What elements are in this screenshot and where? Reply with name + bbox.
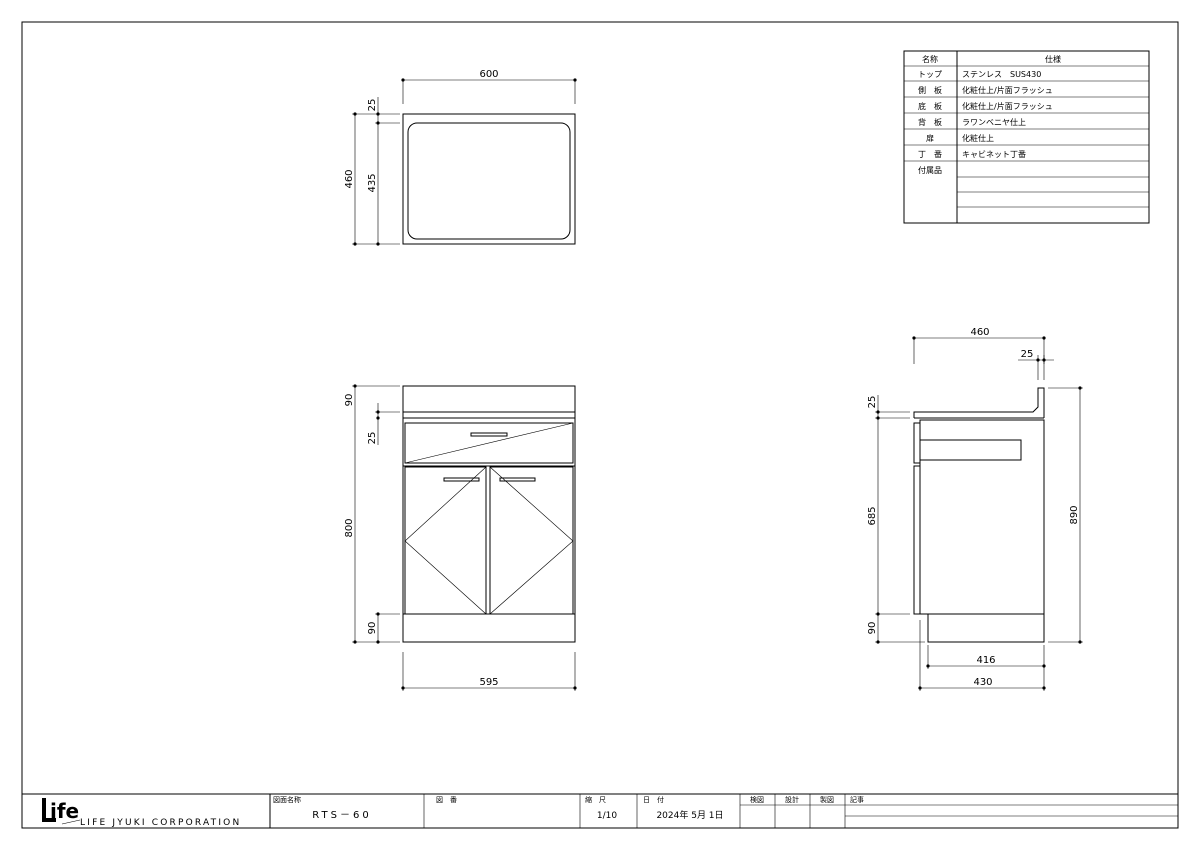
label-check: 検図 xyxy=(750,795,764,804)
dim-side-depth: 460 xyxy=(970,327,989,338)
side-body xyxy=(919,419,1045,615)
logo-l-mark xyxy=(42,798,56,822)
side-top xyxy=(913,387,1045,418)
dim-front-body: 800 xyxy=(344,518,355,537)
title-block: ife LIFE JYUKI CORPORATION 図面名称 RTS－60 図… xyxy=(22,793,1178,828)
spec-row-name: 丁 番 xyxy=(918,149,942,159)
door-handle-right xyxy=(499,477,536,482)
label-drawing-name: 図面名称 xyxy=(273,795,301,804)
side-drawer-front xyxy=(913,422,921,464)
label-scale: 縮 尺 xyxy=(585,795,606,804)
spec-row-name: トップ xyxy=(918,70,942,79)
dim-side-bottom: 430 xyxy=(973,677,992,688)
spec-row-value: ラワンベニヤ仕上 xyxy=(962,117,1026,127)
spec-row-name: 背 板 xyxy=(918,117,942,127)
side-door-front xyxy=(913,465,921,615)
label-notes: 記事 xyxy=(850,795,864,804)
spec-row-name: 付属品 xyxy=(918,165,942,175)
spec-row-value: 化粧仕上/片面フラッシュ xyxy=(962,101,1053,111)
dim-top-depth: 460 xyxy=(344,169,355,188)
company-name: LIFE JYUKI CORPORATION xyxy=(80,818,241,828)
label-drawing-no: 図 番 xyxy=(436,796,457,804)
side-base xyxy=(927,613,1045,643)
dim-side-base: 90 xyxy=(867,622,878,635)
drawer-handle xyxy=(470,432,508,437)
spec-row-value: 化粧仕上 xyxy=(962,133,994,143)
door-left xyxy=(404,466,487,615)
logo: ife xyxy=(50,799,79,823)
side-drawer-box xyxy=(919,439,1022,461)
dim-side-door: 685 xyxy=(867,506,878,525)
door-right xyxy=(489,466,574,615)
label-design: 設計 xyxy=(785,795,799,804)
top-view-outline xyxy=(402,113,576,245)
dim-side-top: 25 xyxy=(867,396,878,409)
label-date: 日 付 xyxy=(643,795,664,804)
door-handle-left xyxy=(443,477,480,482)
dim-top-lip: 25 xyxy=(367,99,378,112)
spec-row-value: 化粧仕上/片面フラッシュ xyxy=(962,85,1053,95)
dim-top-inner: 435 xyxy=(367,173,378,192)
spec-row-value: ステンレス SUS430 xyxy=(962,70,1041,79)
spec-row-name: 扉 xyxy=(926,133,934,143)
dim-front-drawer: 25 xyxy=(367,432,378,445)
dim-side-lip: 25 xyxy=(1021,349,1034,360)
top-view-sink xyxy=(407,122,571,240)
scale-value: 1/10 xyxy=(597,811,617,821)
dim-front-base: 90 xyxy=(367,622,378,635)
spec-row-name: 側 板 xyxy=(918,85,942,95)
dim-front-width: 595 xyxy=(479,677,498,688)
dim-side-inner: 416 xyxy=(976,655,995,666)
page-border xyxy=(21,21,1179,829)
dim-top-width: 600 xyxy=(479,69,498,80)
spec-header-spec: 仕様 xyxy=(1045,54,1061,64)
top-view: 600 460 25 435 xyxy=(344,69,577,246)
spec-table: 名称 仕様 トップ ステンレス SUS430 側 板 化粧仕上/片面フラッシュ … xyxy=(903,50,1150,224)
spec-header-name: 名称 xyxy=(922,54,938,64)
drawer xyxy=(404,422,574,464)
dim-front-top: 90 xyxy=(344,394,355,407)
spec-row-name: 底 板 xyxy=(918,101,942,111)
date-value: 2024年 5月 1日 xyxy=(656,809,723,821)
side-view: 460 25 890 25 685 90 416 430 xyxy=(867,327,1083,691)
label-draft: 製図 xyxy=(820,795,834,804)
front-view: 90 25 800 90 595 xyxy=(344,384,577,691)
front-view-outline xyxy=(402,385,576,643)
spec-row-value: キャビネット丁番 xyxy=(962,149,1026,159)
drawing-name: RTS－60 xyxy=(312,810,371,821)
dim-side-height: 890 xyxy=(1069,505,1080,524)
